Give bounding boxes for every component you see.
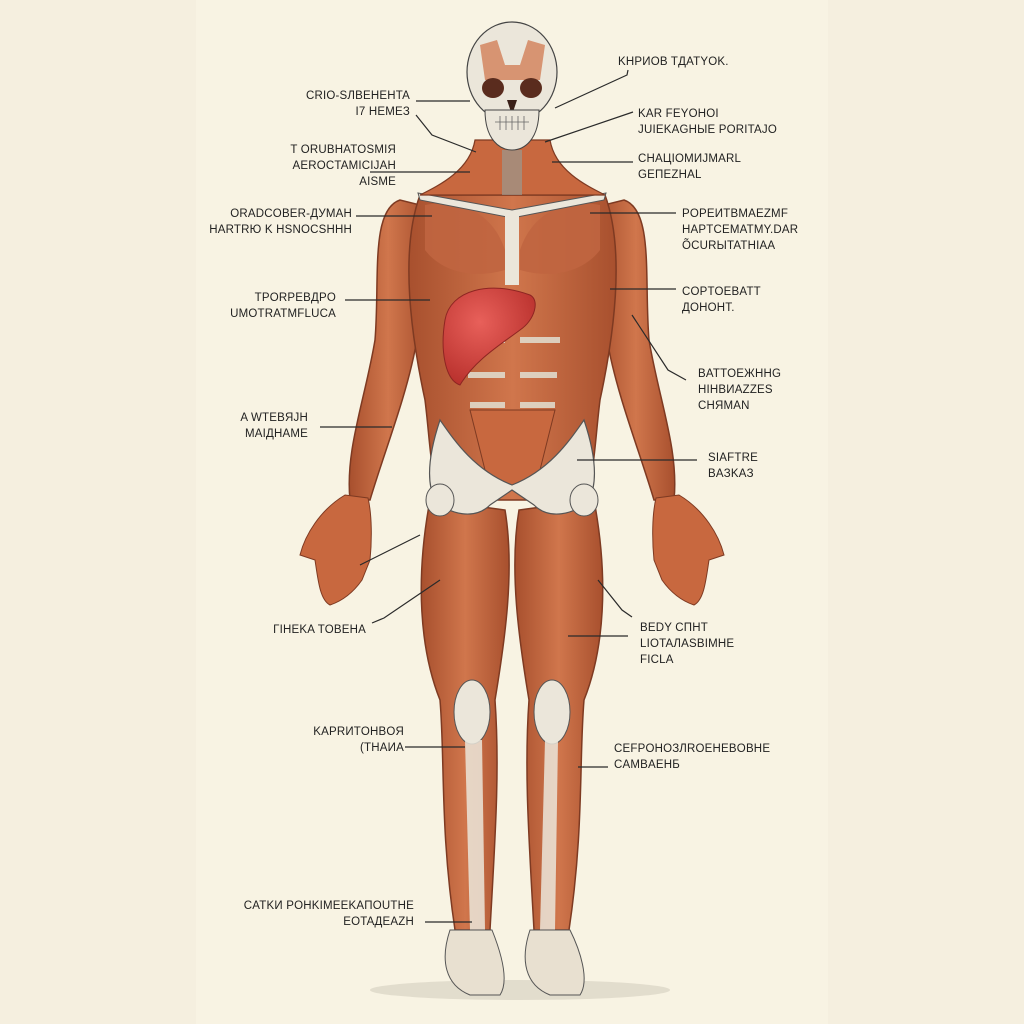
- label-line: EOTAДEAZH: [343, 916, 414, 928]
- right-leg: [514, 499, 604, 996]
- label-line: FICLA: [640, 654, 674, 666]
- label-right-5: COPTOEBATT ДOHOHT.: [682, 284, 761, 316]
- label-line: BAЗKAЗ: [708, 468, 754, 480]
- label-left-5: A WTEBЯJH MAIДHAME: [240, 410, 308, 442]
- liver-organ: [442, 287, 536, 386]
- label-line: LIOTAЛASBIMHE: [640, 638, 735, 650]
- label-left-4: TPORPEBДPO UMOTRATMFLUCA: [230, 290, 336, 322]
- label-line: AISME: [359, 176, 396, 188]
- label-line: ÕCURЫTATHIAA: [682, 240, 776, 252]
- label-line: COPTOEBATT: [682, 286, 761, 298]
- label-line: KHPИOB TДATYOK.: [618, 56, 729, 68]
- label-line: BEDY CПHT: [640, 622, 709, 634]
- label-line: HAPTCEMATMY.DAR: [682, 224, 799, 236]
- label-line: I7 HEMEЗ: [355, 106, 410, 118]
- left-leg: [420, 499, 510, 996]
- label-line: KAPRИTOHBOЯ: [313, 726, 404, 738]
- label-line: POPEИTBMAEZMF: [682, 208, 789, 220]
- label-line: ΓIHEKA TOBEHA: [273, 624, 366, 636]
- left-arm: [299, 199, 428, 606]
- label-right-8: BEDY CПHT LIOTAЛASBIMHE FICLA: [640, 620, 734, 668]
- label-line: KAR FEYOHOI: [638, 108, 719, 120]
- background-right: [828, 0, 1024, 1024]
- label-left-8: CATKИ POHKIMEEKAΠOUTHE EOTAДEAZH: [244, 898, 414, 930]
- label-line: SIAFTRE: [708, 452, 758, 464]
- label-line: AEROCTAMICIJAH: [292, 160, 396, 172]
- label-line: CHЯMAN: [698, 400, 750, 412]
- label-line: MAIДHAME: [244, 428, 308, 440]
- label-left-1: CRIO-SЛBEHEHTA I7 HEMEЗ: [306, 88, 410, 120]
- label-line: HARTRЮ K HSNOCSHHH: [209, 224, 352, 236]
- label-line: GEΠEZHAL: [638, 169, 702, 181]
- label-right-1: KHPИOB TДATYOK.: [618, 54, 729, 70]
- label-line: HIHBИAZZES: [698, 384, 773, 396]
- skull: [466, 21, 558, 151]
- label-right-4: POPEИTBMAEZMF HAPTCEMATMY.DAR ÕCURЫTATHI…: [682, 206, 798, 254]
- label-line: CATKИ POHKIMEEKAΠOUTHE: [243, 900, 414, 912]
- label-right-3: CHAЦIOMИJMARL GEΠEZHAL: [638, 151, 741, 183]
- label-line: CHAЦIOMИJMARL: [638, 153, 742, 165]
- label-line: A WTEBЯJH: [240, 412, 308, 424]
- label-right-7: SIAFTRE BAЗKAЗ: [708, 450, 758, 482]
- label-line: T ORUBHATOSMIЯ: [290, 144, 396, 156]
- label-right-6: BATTOEЖHHG HIHBИAZZES CHЯMAN: [698, 366, 781, 414]
- label-line: (THAИA: [360, 742, 404, 754]
- background-left: [0, 0, 196, 1024]
- label-left-7: KAPRИTOHBOЯ (THAИA: [313, 724, 404, 756]
- label-left-6: ΓIHEKA TOBEHA: [273, 622, 366, 638]
- ground-shadow: [370, 980, 670, 1000]
- label-line: ORADCOBER-ДУMAH: [230, 208, 352, 220]
- label-line: TPORPEBДPO: [254, 292, 336, 304]
- label-line: CRIO-SЛBEHEHTA: [305, 90, 410, 102]
- label-line: BATTOEЖHHG: [698, 368, 782, 380]
- label-line: UMOTRATMFLUCA: [230, 308, 336, 320]
- label-line: ДOHOHT.: [682, 302, 735, 314]
- label-right-2: KAR FEYOHOI JUIEKAGHЫE PORITAJO: [638, 106, 777, 138]
- label-left-2: T ORUBHATOSMIЯ AEROCTAMICIJAH AISME: [290, 142, 396, 190]
- label-line: JUIEKAGHЫE PORITAJO: [638, 124, 778, 136]
- label-line: CEFPOHOЗЛROEHEBOBHE: [614, 743, 771, 755]
- label-line: CAMBAEHБ: [614, 759, 681, 771]
- label-right-9: CEFPOHOЗЛROEHEBOBHE CAMBAEHБ: [614, 741, 770, 773]
- torso: [408, 192, 617, 517]
- label-left-3: ORADCOBER-ДУMAH HARTRЮ K HSNOCSHHH: [209, 206, 352, 238]
- leader-lines: [320, 69, 697, 923]
